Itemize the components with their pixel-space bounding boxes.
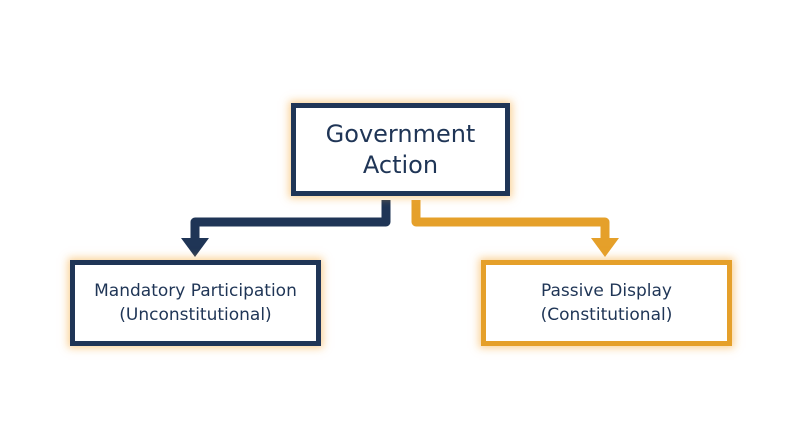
node-passive-display-label: Passive Display (Constitutional)	[540, 281, 673, 325]
arrowhead-left	[181, 238, 209, 257]
arrowhead-right	[591, 238, 619, 257]
node-government-action: Government Action	[291, 103, 510, 196]
node-mandatory-participation-label: Mandatory Participation (Unconstitutiona…	[94, 281, 297, 325]
node-passive-display: Passive Display (Constitutional)	[481, 260, 732, 346]
connector-right	[411, 200, 610, 242]
node-government-action-label: Government Action	[325, 119, 476, 179]
node-mandatory-participation: Mandatory Participation (Unconstitutiona…	[70, 260, 321, 346]
connector-left	[190, 200, 391, 242]
